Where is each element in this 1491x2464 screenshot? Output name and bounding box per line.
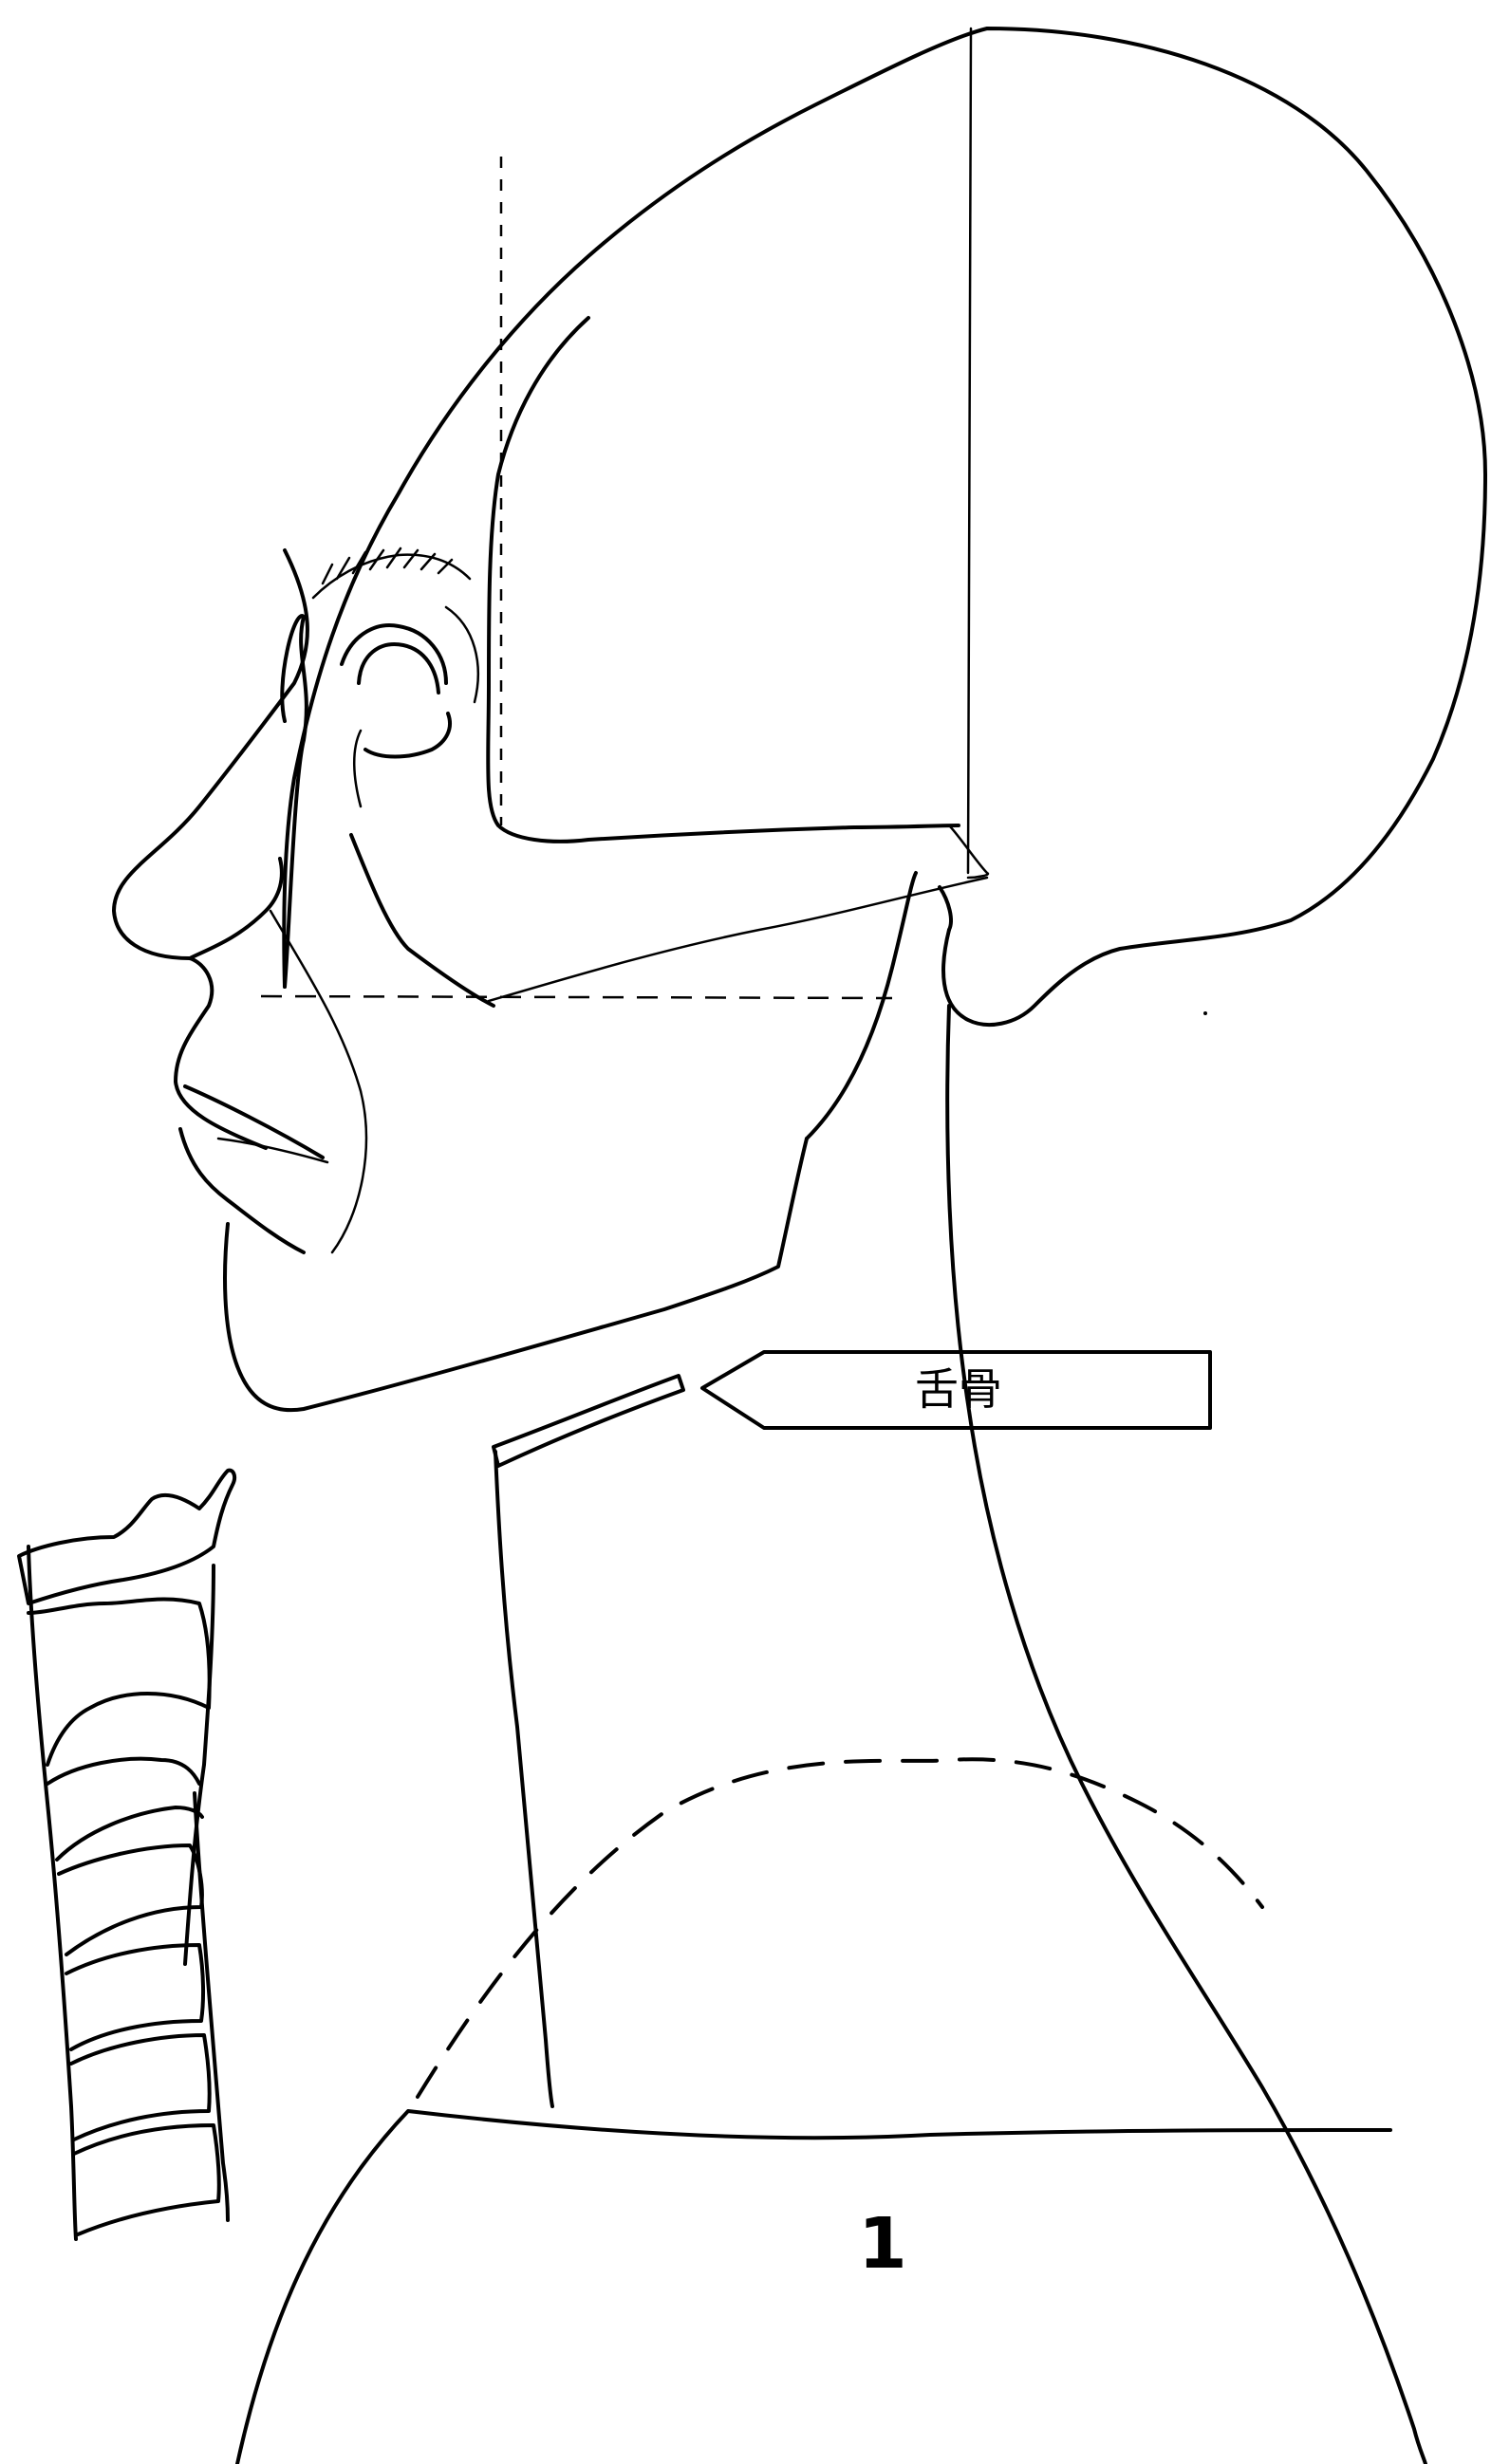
vertebra-c4 <box>59 1845 202 1955</box>
back-of-neck <box>947 1006 1426 2464</box>
chin-jaw <box>225 1139 807 1410</box>
vertebra-c2 <box>28 1600 210 1765</box>
spine-back-edge <box>28 1547 76 2239</box>
ear-lobe <box>940 887 951 930</box>
dot-marker <box>1203 1011 1207 1015</box>
hyoid-bone <box>494 1376 683 1466</box>
spine-front-lower <box>195 1793 228 2220</box>
eye-crease <box>354 607 478 806</box>
lower-eyelid <box>365 713 450 757</box>
figure-number: 1 <box>835 2201 930 2287</box>
lower-lip <box>180 1129 304 1252</box>
eyebrow-hatch <box>323 548 452 584</box>
nose <box>190 859 282 958</box>
vertical-reference-line <box>968 28 971 873</box>
vertebra-c5 <box>66 1945 203 2049</box>
cheek-curve <box>351 835 494 1006</box>
mandible-ramus <box>807 873 916 1139</box>
upper-lip <box>185 1086 323 1158</box>
jaw-line-upper <box>489 878 987 1001</box>
front-of-neck <box>495 1452 552 2106</box>
vertebra-c6 <box>71 2035 210 2140</box>
atlas-vertebra <box>19 1471 234 1603</box>
cranium-outline <box>284 28 1485 1025</box>
hyoid-label: 舌骨 <box>897 1359 1020 1419</box>
horizontal-dashed-guide <box>261 996 892 998</box>
zygomatic-line <box>488 318 959 842</box>
spine-front-edge <box>185 1565 214 1964</box>
upper-eyelid <box>342 625 446 683</box>
vertebra-c7 <box>74 2125 219 2234</box>
forehead-brow <box>114 550 308 1148</box>
shoulder-line <box>237 2111 1390 2464</box>
eyeball <box>359 644 438 693</box>
